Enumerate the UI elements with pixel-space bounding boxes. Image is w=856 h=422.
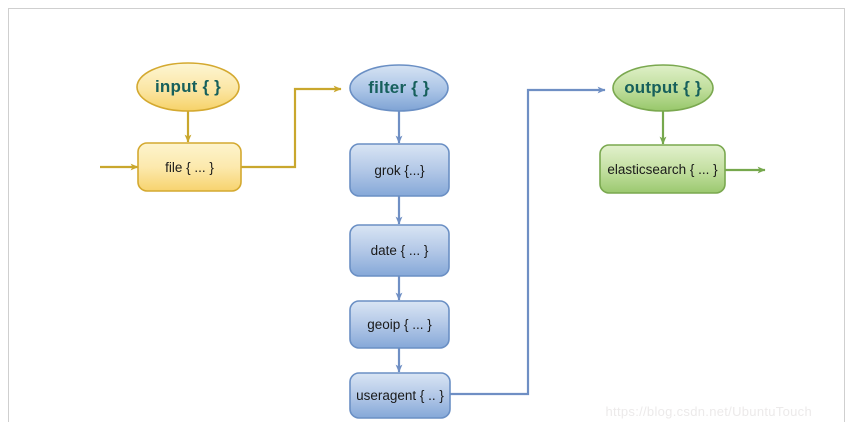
node-date-plugin[interactable] xyxy=(349,224,450,277)
watermark-text: https://blog.csdn.net/UbuntuTouch xyxy=(605,404,812,419)
node-filter-stage[interactable] xyxy=(349,64,449,112)
node-geoip-plugin[interactable] xyxy=(349,300,450,349)
node-input-stage[interactable] xyxy=(136,62,240,112)
node-elasticsearch-plugin[interactable] xyxy=(599,144,726,194)
node-file-plugin[interactable] xyxy=(137,142,242,192)
connectors xyxy=(100,85,766,396)
node-useragent-plugin[interactable] xyxy=(349,372,451,419)
connector-file-to-filter xyxy=(241,85,342,169)
node-output-stage[interactable] xyxy=(612,64,714,112)
node-grok-plugin[interactable] xyxy=(349,143,450,197)
connector-useragent-to-output xyxy=(450,86,606,396)
